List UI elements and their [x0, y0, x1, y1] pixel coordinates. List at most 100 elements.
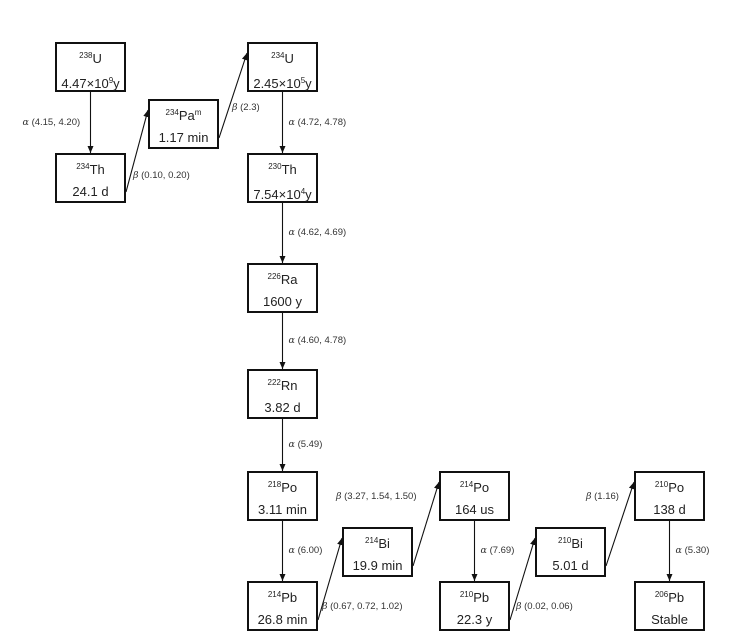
nuclide-box-th234: 234Th 24.1 d	[55, 153, 126, 203]
decay-energies: (4.60, 4.78)	[297, 335, 347, 346]
half-life-value: 3.11 min	[258, 502, 307, 517]
decay-label-ra226: α (4.60, 4.78)	[289, 335, 347, 346]
half-life-value: 1.17 min	[158, 130, 209, 145]
decay-arrow-pb214-to-bi214	[317, 537, 343, 621]
half-life-exponent: 9	[108, 76, 114, 85]
nuclide-symbol: 206Pb	[636, 588, 703, 605]
half-life-exponent: 4	[300, 187, 306, 196]
decay-label-bi214: β (3.27, 1.54, 1.50)	[336, 491, 417, 502]
mass-number: 210	[459, 590, 474, 599]
half-life-value: Stable	[651, 612, 688, 627]
mass-number: 234	[76, 162, 90, 171]
nuclide-symbol: 214Pb	[249, 588, 316, 605]
nuclide-box-bi210: 210Bi 5.01 d	[535, 527, 606, 577]
half-life: 5.01 d	[537, 559, 604, 573]
nuclide-box-u234: 234U 2.45×105y	[247, 42, 318, 92]
decay-arrow-bi210-to-po210	[605, 481, 635, 567]
half-life-value: 26.8 min	[257, 612, 308, 627]
mass-number: 210	[654, 480, 669, 489]
half-life: 24.1 d	[57, 185, 124, 199]
nuclide-symbol: 234U	[249, 49, 316, 66]
nuclide-symbol: 222Rn	[249, 376, 316, 393]
element-symbol: Rn	[280, 378, 298, 393]
decay-arrow-th234-to-pa234m	[125, 109, 150, 193]
half-life-value: 138 d	[653, 502, 686, 517]
half-life: Stable	[636, 613, 703, 627]
nuclide-box-u238: 238U 4.47×109y	[55, 42, 126, 92]
nuclide-symbol: 226Ra	[249, 270, 316, 287]
nuclide-box-ra226: 226Ra 1600 y	[247, 263, 318, 313]
decay-mode: β	[133, 170, 139, 181]
mass-number: 210	[558, 536, 572, 545]
decay-label-pb214: β (0.67, 0.72, 1.02)	[322, 601, 403, 612]
decay-mode: α	[288, 116, 295, 128]
half-life-value: 2.45×10	[253, 76, 301, 91]
decay-mode: α	[288, 439, 295, 450]
element-symbol: Pb	[281, 590, 298, 605]
decay-label-u234: α (4.72, 4.78)	[289, 117, 347, 128]
element-symbol: Pb	[668, 590, 685, 605]
mass-number: 222	[267, 378, 281, 387]
decay-arrow-bi214-to-po214	[412, 481, 440, 567]
nuclide-symbol: 214Bi	[344, 534, 411, 551]
decay-energies: (2.3)	[240, 102, 260, 113]
decay-mode: β	[322, 601, 328, 612]
element-symbol: Th	[89, 162, 105, 177]
decay-energies: (4.72, 4.78)	[297, 116, 347, 128]
decay-energies: (0.02, 0.06)	[524, 601, 573, 612]
half-life-value: 4.47×10	[61, 76, 109, 91]
half-life-value: 1600 y	[262, 294, 303, 309]
half-life: 7.54×104y	[249, 185, 316, 202]
decay-label-pb210: β (0.02, 0.06)	[516, 601, 573, 612]
decay-arrow-pa234m-to-u234	[218, 52, 248, 139]
half-life: 19.9 min	[344, 559, 411, 573]
element-symbol: Po	[668, 480, 685, 495]
decay-energies: (7.69)	[489, 545, 515, 556]
mass-number: 234	[271, 51, 285, 60]
nuclide-box-rn222: 222Rn 3.82 d	[247, 369, 318, 419]
mass-number: 214	[267, 590, 282, 599]
element-symbol: Bi	[378, 536, 390, 551]
nuclide-box-po210: 210Po 138 d	[634, 471, 705, 521]
decay-mode: β	[516, 601, 522, 612]
element-symbol: U	[284, 51, 294, 66]
half-life-value: 19.9 min	[352, 558, 403, 573]
half-life: 26.8 min	[249, 613, 316, 627]
nuclide-symbol: 214Po	[441, 478, 508, 495]
half-life-unit: y	[305, 187, 312, 202]
decay-arrow-pb210-to-bi210	[509, 537, 536, 621]
half-life: 1600 y	[249, 295, 316, 309]
decay-label-th230: α (4.62, 4.69)	[289, 227, 347, 238]
half-life: 3.11 min	[249, 503, 316, 517]
mass-number: 206	[654, 590, 669, 599]
nuclide-symbol: 210Bi	[537, 534, 604, 551]
decay-mode: α	[288, 335, 295, 346]
nuclide-symbol: 210Pb	[441, 588, 508, 605]
decay-energies: (4.15, 4.20)	[31, 116, 81, 128]
half-life: 138 d	[636, 503, 703, 517]
half-life: 3.82 d	[249, 401, 316, 415]
half-life-unit: y	[113, 76, 120, 91]
decay-energies: (6.00)	[297, 545, 323, 556]
half-life: 2.45×105y	[249, 74, 316, 91]
decay-mode: β	[232, 102, 238, 113]
element-symbol: Po	[473, 480, 490, 495]
element-symbol: Po	[281, 480, 298, 495]
decay-energies: (1.16)	[594, 491, 619, 502]
mass-number: 234	[165, 108, 179, 117]
decay-mode: α	[288, 545, 295, 556]
decay-mode: β	[336, 491, 342, 502]
element-symbol: Pb	[473, 590, 490, 605]
element-symbol: Pa	[178, 108, 195, 123]
element-symbol: U	[92, 51, 102, 66]
mass-number: 238	[79, 51, 93, 60]
decay-mode: α	[480, 545, 487, 556]
element-symbol: Bi	[571, 536, 583, 551]
